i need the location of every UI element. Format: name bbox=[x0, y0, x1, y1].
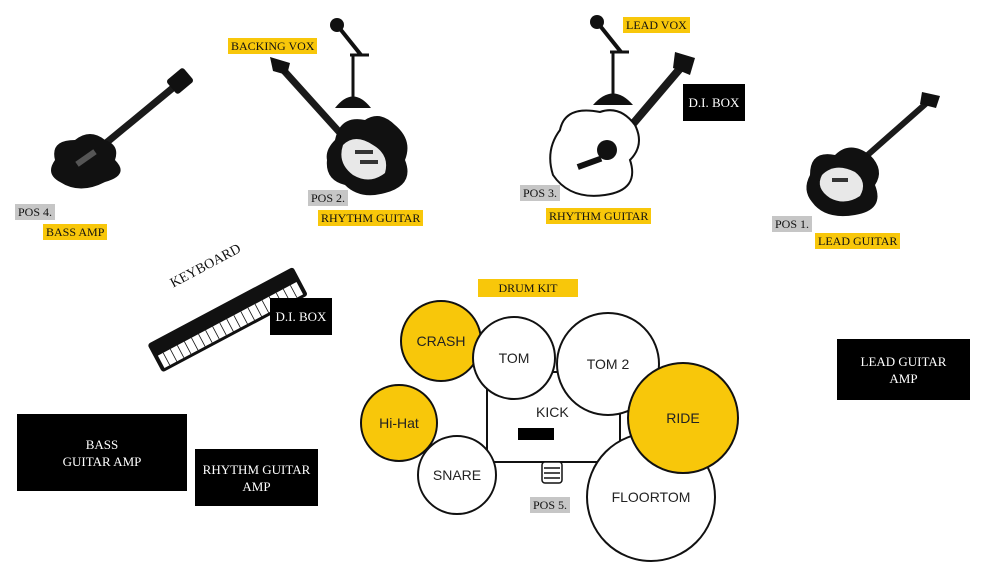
pos1-label: POS 1. bbox=[772, 216, 813, 232]
electric-guitar-icon bbox=[806, 92, 940, 217]
lead-guitar-amp: LEAD GUITAR AMP bbox=[837, 339, 970, 400]
bass-amp-label: BASS AMP bbox=[43, 224, 108, 240]
bass-guitar-amp: BASS GUITAR AMP bbox=[17, 414, 187, 491]
kick-label: KICK bbox=[536, 404, 569, 420]
ride-cymbal: RIDE bbox=[627, 362, 739, 474]
rhythm-guitar-amp: RHYTHM GUITAR AMP bbox=[195, 449, 318, 506]
pos2-label: POS 2. bbox=[308, 190, 349, 206]
rhythm-guitar-label-pos2: RHYTHM GUITAR bbox=[318, 210, 424, 226]
microphone-stand-icon bbox=[590, 15, 633, 105]
drum-kit-label: DRUM KIT bbox=[478, 279, 578, 297]
kick-pedal bbox=[518, 428, 554, 440]
microphone-stand-icon bbox=[330, 18, 371, 108]
electric-guitar-icon bbox=[270, 57, 408, 196]
pos4-label: POS 4. bbox=[15, 204, 56, 220]
backing-vox-label: BACKING VOX bbox=[228, 38, 318, 54]
pos5-label: POS 5. bbox=[530, 497, 571, 513]
drum-throne-icon bbox=[541, 461, 563, 484]
lead-guitar-label: LEAD GUITAR bbox=[815, 233, 901, 249]
di-box-keys: D.I. BOX bbox=[270, 298, 332, 335]
rhythm-guitar-label-pos3: RHYTHM GUITAR bbox=[546, 208, 652, 224]
crash-cymbal: CRASH bbox=[400, 300, 482, 382]
di-box-top: D.I. BOX bbox=[683, 84, 745, 121]
tom-drum: TOM bbox=[472, 316, 556, 400]
lead-vox-label: LEAD VOX bbox=[623, 17, 690, 33]
acoustic-guitar-icon bbox=[549, 52, 695, 197]
bass-guitar-icon bbox=[51, 68, 193, 189]
snare-drum: SNARE bbox=[417, 435, 497, 515]
pos3-label: POS 3. bbox=[520, 185, 561, 201]
